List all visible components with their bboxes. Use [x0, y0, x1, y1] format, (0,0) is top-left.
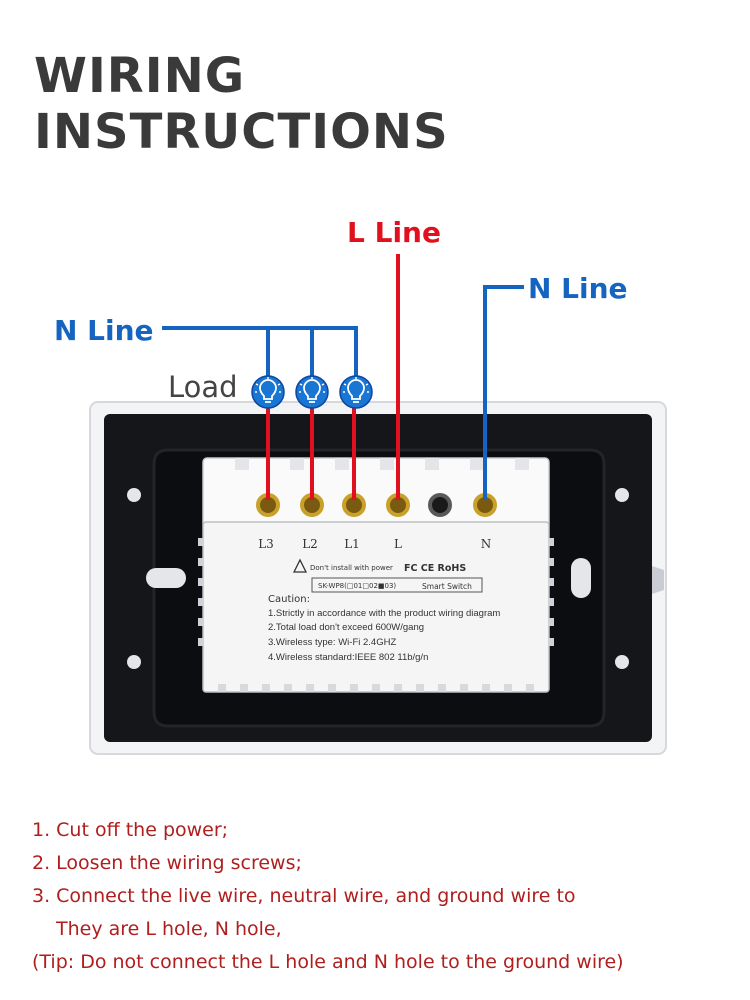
- page-title: WIRING INSTRUCTIONS: [34, 48, 449, 160]
- caution-title: Caution:: [268, 594, 310, 605]
- caution-line: 3.Wireless type: Wi-Fi 2.4GHZ: [268, 637, 396, 648]
- mount-slot: [146, 568, 186, 588]
- l-line-label: L Line: [347, 216, 441, 249]
- live-wiring: [266, 254, 400, 500]
- top-ribs: [235, 458, 529, 470]
- terminal-label-l2: L2: [302, 537, 318, 551]
- tip: (Tip: Do not connect the L hole and N ho…: [32, 951, 624, 973]
- load-bulbs: [251, 375, 373, 409]
- model-box: [311, 577, 483, 593]
- warning-icon: [292, 558, 308, 573]
- mount-hole: [127, 655, 141, 669]
- lightbulb-icon: [295, 375, 329, 409]
- caution-line: 2.Total load don't exceed 600W/gang: [268, 622, 424, 633]
- terminal-label-l1: L1: [344, 537, 360, 551]
- side-vents: [198, 538, 554, 646]
- wiring-diagram: L3 L2 L1 L N Don't install with power FC…: [54, 216, 667, 755]
- n-line-label-left: N Line: [54, 314, 154, 347]
- neutral-supply-wire: [483, 285, 524, 500]
- warning-row: Don't install with power FC CE RoHS: [292, 558, 466, 574]
- product-text: Smart Switch: [422, 582, 472, 591]
- n-line-label-right: N Line: [528, 272, 628, 305]
- caution-line: 1.Strictly in accordance with the produc…: [268, 608, 500, 619]
- neutral-wiring: [162, 285, 524, 500]
- step-1: 1. Cut off the power;: [32, 819, 229, 841]
- title-line-2: INSTRUCTIONS: [34, 104, 449, 160]
- neutral-bus-wire: [162, 326, 358, 378]
- switch-body-top: [202, 457, 550, 529]
- load-label: Load: [168, 370, 238, 404]
- warning-text: Don't install with power: [310, 564, 393, 572]
- lightbulb-icon: [251, 375, 285, 409]
- panel-notch: [652, 566, 664, 594]
- step-3-continued: They are L hole, N hole,: [56, 918, 282, 940]
- terminal-label-l3: L3: [258, 537, 274, 551]
- mount-hole: [615, 655, 629, 669]
- step-3: 3. Connect the live wire, neutral wire, …: [32, 885, 576, 907]
- terminal-label-l: L: [394, 537, 402, 551]
- label-plate: [202, 521, 550, 693]
- mount-slot: [571, 558, 591, 598]
- cert-marks: FC CE RoHS: [404, 563, 466, 574]
- title-line-1: WIRING: [34, 48, 246, 104]
- terminal-label-n: N: [481, 537, 492, 551]
- screw-empty: [428, 493, 452, 517]
- mount-hole: [615, 488, 629, 502]
- caution-line: 4.Wireless standard:IEEE 802 11b/g/n: [268, 652, 428, 663]
- model-text: SK-WP8(□01□02■03): [318, 582, 396, 590]
- instruction-steps: 1. Cut off the power; 2. Loosen the wiri…: [32, 814, 732, 979]
- step-2: 2. Loosen the wiring screws;: [32, 852, 302, 874]
- mount-hole: [127, 488, 141, 502]
- lightbulb-icon: [339, 375, 373, 409]
- bottom-vents: [218, 684, 534, 692]
